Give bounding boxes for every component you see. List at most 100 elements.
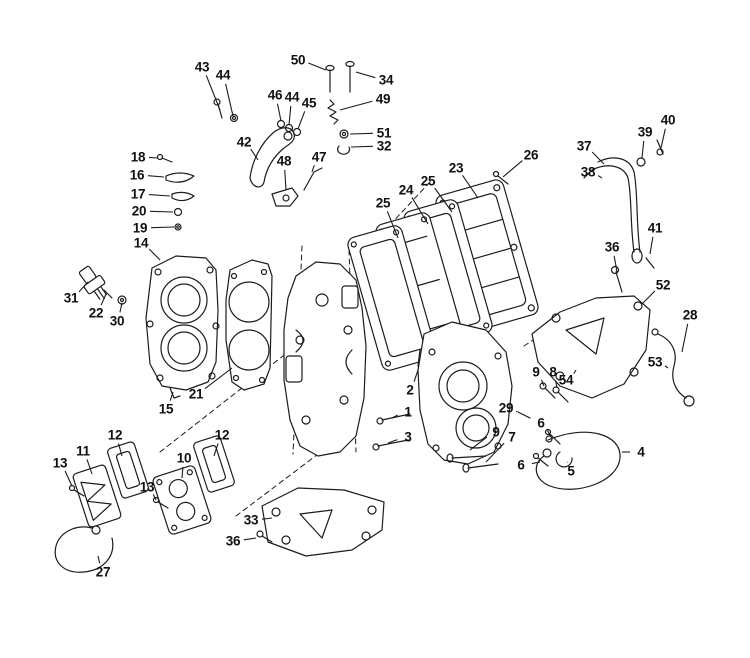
callout-46: 46 (267, 87, 283, 103)
leader-line-20 (149, 210, 174, 213)
leader-line-14 (148, 248, 161, 261)
callout-47: 47 (311, 149, 327, 165)
leader-line-34 (355, 71, 376, 79)
leader-line-7 (485, 442, 505, 463)
leader-line-23 (462, 174, 479, 199)
leader-line-9 (540, 379, 545, 387)
leader-line-42 (250, 148, 259, 161)
callout-21: 21 (188, 386, 204, 402)
callout-43: 43 (194, 59, 210, 75)
leader-line-52 (641, 290, 656, 305)
callout-17: 17 (130, 186, 146, 202)
callout-13: 13 (52, 455, 68, 471)
leader-line-43 (205, 75, 221, 111)
leader-line-48 (284, 169, 287, 191)
leader-line-44 (225, 83, 234, 117)
shift-linkage (213, 60, 355, 207)
callout-36: 36 (225, 533, 241, 549)
head-gasket (225, 259, 273, 391)
callout-38: 38 (580, 164, 596, 180)
leader-line-41 (649, 236, 654, 255)
callout-51: 51 (376, 125, 392, 141)
leader-line-6 (546, 430, 552, 438)
callout-50: 50 (290, 52, 306, 68)
leader-line-3 (387, 439, 398, 444)
leader-line-36 (613, 255, 618, 273)
leader-line-47 (311, 164, 315, 173)
callout-29: 29 (498, 400, 514, 416)
mount-bracket (531, 295, 651, 399)
callout-24: 24 (398, 182, 414, 198)
leader-line-9 (469, 436, 488, 451)
callout-31: 31 (63, 290, 79, 306)
leader-line-32 (350, 145, 374, 148)
leader-line-33 (261, 517, 273, 520)
callout-10: 10 (176, 450, 192, 466)
callout-3: 3 (404, 429, 412, 445)
callout-45: 45 (301, 95, 317, 111)
leader-line-36 (243, 537, 257, 541)
callout-9: 9 (492, 424, 500, 440)
callout-11: 11 (76, 443, 90, 459)
callout-27: 27 (95, 564, 111, 580)
callout-49: 49 (375, 91, 391, 107)
callout-53: 53 (647, 354, 663, 370)
callout-42: 42 (236, 134, 252, 150)
callout-9: 9 (532, 364, 540, 380)
leader-line-24 (411, 197, 429, 225)
spark-plug (78, 265, 127, 305)
callout-28: 28 (682, 307, 698, 323)
leader-line-28 (681, 323, 689, 353)
leader-line-8 (555, 380, 558, 389)
cylinder-head (145, 255, 220, 399)
callout-7: 7 (508, 429, 516, 445)
callout-37: 37 (576, 138, 592, 154)
leader-line-13 (64, 470, 73, 487)
callout-54: 54 (558, 372, 574, 388)
leader-line-29 (515, 410, 518, 413)
callout-36: 36 (604, 239, 620, 255)
leader-line-25 (386, 211, 399, 239)
callout-13: 13 (139, 479, 155, 495)
callout-48: 48 (276, 153, 292, 169)
callout-2: 2 (406, 382, 414, 398)
callout-6: 6 (537, 415, 545, 431)
callout-1: 1 (404, 404, 412, 420)
callout-12: 12 (107, 427, 123, 443)
leader-line-18 (148, 156, 159, 159)
leader-line-13 (152, 494, 157, 501)
callout-4: 4 (637, 444, 645, 460)
fuel-pipe (583, 139, 664, 269)
callout-40: 40 (660, 112, 676, 128)
callout-23: 23 (448, 160, 464, 176)
leader-line-12 (213, 443, 219, 457)
callout-30: 30 (109, 313, 125, 329)
lower-bracket (256, 487, 385, 557)
leader-line-1 (391, 414, 398, 419)
leader-line-17 (148, 194, 171, 197)
callout-6: 6 (517, 457, 525, 473)
lead-wire (651, 328, 695, 407)
callout-41: 41 (647, 220, 663, 236)
leader-line-16 (147, 175, 165, 178)
callout-12: 12 (214, 427, 230, 443)
leader-line-11 (86, 459, 93, 475)
callout-19: 19 (132, 220, 148, 236)
leader-line-22 (100, 293, 107, 306)
leader-line-25 (434, 187, 453, 213)
callout-15: 15 (158, 401, 174, 417)
callout-25: 25 (375, 195, 391, 211)
callout-22: 22 (88, 305, 104, 321)
leader-line-12 (117, 443, 123, 457)
callout-44: 44 (284, 89, 300, 105)
leader-line-31 (78, 281, 89, 293)
callout-20: 20 (131, 203, 147, 219)
leader-line-19 (150, 226, 175, 229)
leader-line-45 (297, 111, 306, 130)
callout-5: 5 (567, 463, 575, 479)
leader-line-30 (119, 302, 123, 313)
leader-line-38 (597, 175, 603, 179)
